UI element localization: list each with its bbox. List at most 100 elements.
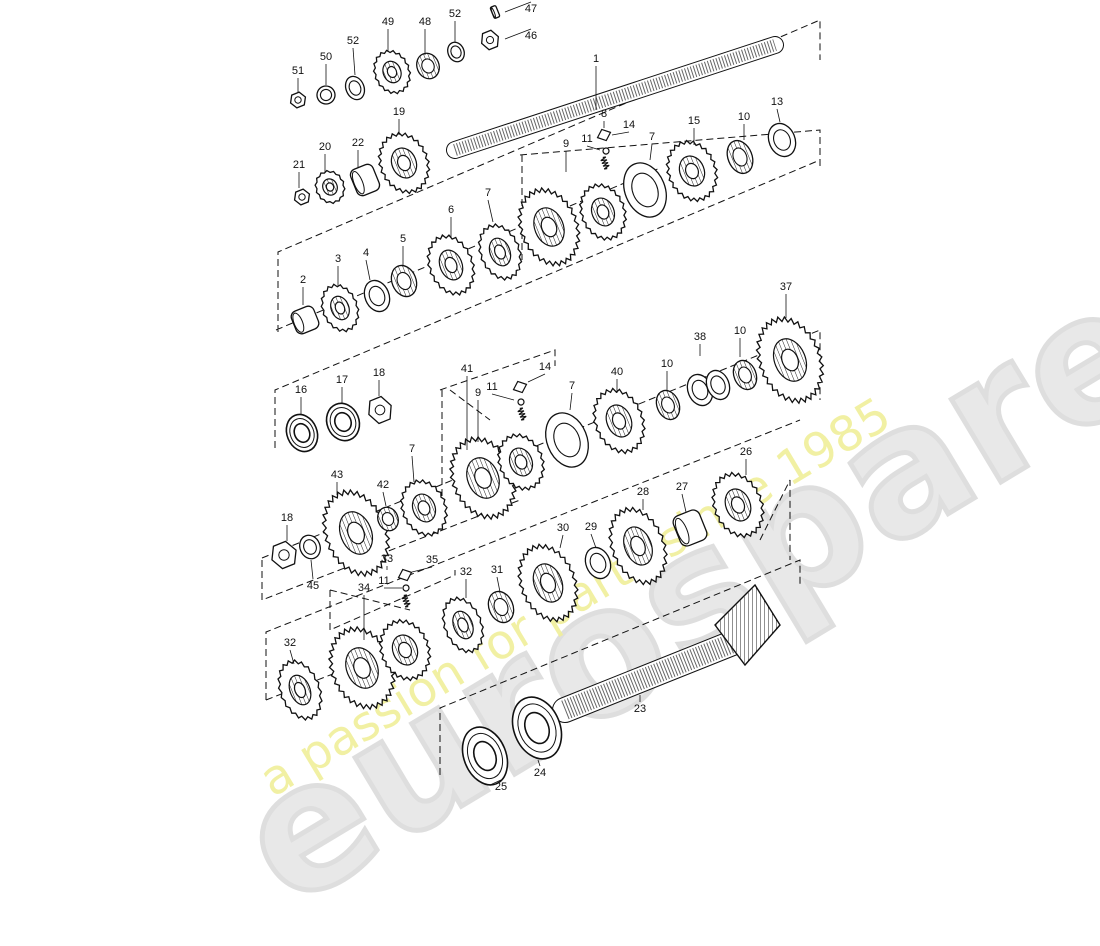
part-label-10: 10 bbox=[734, 325, 746, 337]
part-label-22: 22 bbox=[352, 137, 364, 149]
leader-lines bbox=[286, 1, 787, 786]
part-label-51: 51 bbox=[292, 65, 304, 77]
washer-52 bbox=[344, 75, 366, 101]
part-label-8: 8 bbox=[601, 108, 607, 120]
part-label-1: 1 bbox=[593, 53, 599, 65]
part-label-15: 15 bbox=[688, 115, 700, 127]
leader-7-21 bbox=[487, 199, 494, 223]
synchro-hub-33 bbox=[327, 625, 396, 711]
part-label-26: 26 bbox=[740, 446, 752, 458]
leader-11-34 bbox=[491, 393, 515, 401]
ring-38b bbox=[705, 369, 731, 401]
part-label-4: 4 bbox=[363, 247, 369, 259]
part-label-21: 21 bbox=[293, 159, 305, 171]
part-label-35: 35 bbox=[426, 554, 438, 566]
part-label-14: 14 bbox=[539, 361, 551, 373]
spring-34 bbox=[401, 594, 411, 608]
gear-20 bbox=[314, 169, 346, 205]
part-label-52: 52 bbox=[449, 8, 461, 20]
needle-bearing-10 bbox=[726, 139, 754, 175]
sleeve-2 bbox=[290, 305, 320, 335]
part-label-46: 46 bbox=[525, 30, 537, 42]
leader-7-40 bbox=[411, 455, 415, 483]
part-label-6: 6 bbox=[448, 204, 454, 216]
ball-11 bbox=[602, 147, 610, 155]
nut-21 bbox=[293, 188, 311, 206]
part-label-28: 28 bbox=[637, 486, 649, 498]
part-label-9: 9 bbox=[475, 387, 481, 399]
ring-32b bbox=[277, 659, 323, 721]
leader-7-17 bbox=[649, 143, 653, 161]
part-label-9: 9 bbox=[563, 138, 569, 150]
part-label-3: 3 bbox=[335, 253, 341, 265]
pin-46 bbox=[480, 29, 500, 51]
synchro-33b bbox=[378, 618, 432, 682]
part-label-10: 10 bbox=[738, 111, 750, 123]
part-label-48: 48 bbox=[419, 16, 431, 28]
gear-19 bbox=[377, 131, 431, 195]
gear-37 bbox=[755, 315, 825, 405]
gear-40 bbox=[592, 387, 646, 455]
leader-24-58 bbox=[537, 759, 541, 767]
part-label-52: 52 bbox=[347, 35, 359, 47]
bearing-25 bbox=[461, 726, 509, 786]
leader-7-32 bbox=[569, 392, 573, 411]
gear-49 bbox=[372, 49, 412, 95]
part-label-5: 5 bbox=[400, 233, 406, 245]
part-label-32: 32 bbox=[460, 566, 472, 578]
bearing-16 bbox=[285, 413, 319, 453]
nut-18b bbox=[271, 540, 297, 570]
ring-7c bbox=[545, 412, 589, 468]
parts bbox=[271, 5, 825, 786]
part-label-20: 20 bbox=[319, 141, 331, 153]
leader-30-49 bbox=[559, 534, 564, 549]
needle-bearing-31 bbox=[487, 590, 515, 624]
ring-4 bbox=[363, 279, 391, 313]
part-label-11: 11 bbox=[486, 381, 497, 393]
group-outline-2 bbox=[519, 129, 821, 260]
leader-32-56 bbox=[289, 649, 295, 665]
part-label-7: 7 bbox=[569, 380, 575, 392]
part-label-11: 11 bbox=[378, 575, 389, 587]
gear-26 bbox=[711, 471, 765, 539]
part-label-49: 49 bbox=[382, 16, 394, 28]
leader-47-7 bbox=[504, 1, 532, 13]
part-label-17: 17 bbox=[336, 374, 348, 386]
group-outline-4 bbox=[439, 349, 556, 500]
leader-11-15 bbox=[586, 145, 601, 151]
part-label-43: 43 bbox=[331, 469, 343, 481]
bolt-51 bbox=[289, 91, 307, 109]
gear-43 bbox=[321, 488, 391, 578]
part-label-29: 29 bbox=[585, 521, 597, 533]
leader-42-41 bbox=[382, 491, 387, 507]
shafts bbox=[446, 36, 784, 723]
part-label-30: 30 bbox=[557, 522, 569, 534]
part-label-13: 13 bbox=[771, 96, 783, 108]
part-label-34: 34 bbox=[358, 582, 370, 594]
leader-27-46 bbox=[681, 493, 687, 513]
part-label-18: 18 bbox=[373, 367, 385, 379]
spring-9 bbox=[600, 156, 610, 170]
plate-8 bbox=[596, 128, 612, 142]
group-outline-8 bbox=[439, 559, 801, 775]
gear-3 bbox=[320, 283, 360, 333]
ball-11c bbox=[402, 584, 410, 592]
part-label-38: 38 bbox=[694, 331, 706, 343]
ring-7 bbox=[623, 162, 667, 218]
part-label-10: 10 bbox=[661, 358, 673, 370]
part-label-14: 14 bbox=[623, 119, 635, 131]
part-label-7: 7 bbox=[485, 187, 491, 199]
part-label-25: 25 bbox=[495, 781, 507, 793]
part-label-41: 41 bbox=[461, 363, 473, 375]
part-label-32: 32 bbox=[284, 637, 296, 649]
part-label-31: 31 bbox=[491, 564, 503, 576]
pin-47 bbox=[489, 5, 501, 19]
part-label-18: 18 bbox=[281, 512, 293, 524]
plate-35 bbox=[397, 568, 413, 582]
needle-bearing-10b bbox=[655, 389, 681, 421]
spring-9b bbox=[517, 407, 527, 421]
leader-45-44 bbox=[310, 559, 314, 580]
gear-30 bbox=[517, 543, 579, 623]
part-label-19: 19 bbox=[393, 106, 405, 118]
